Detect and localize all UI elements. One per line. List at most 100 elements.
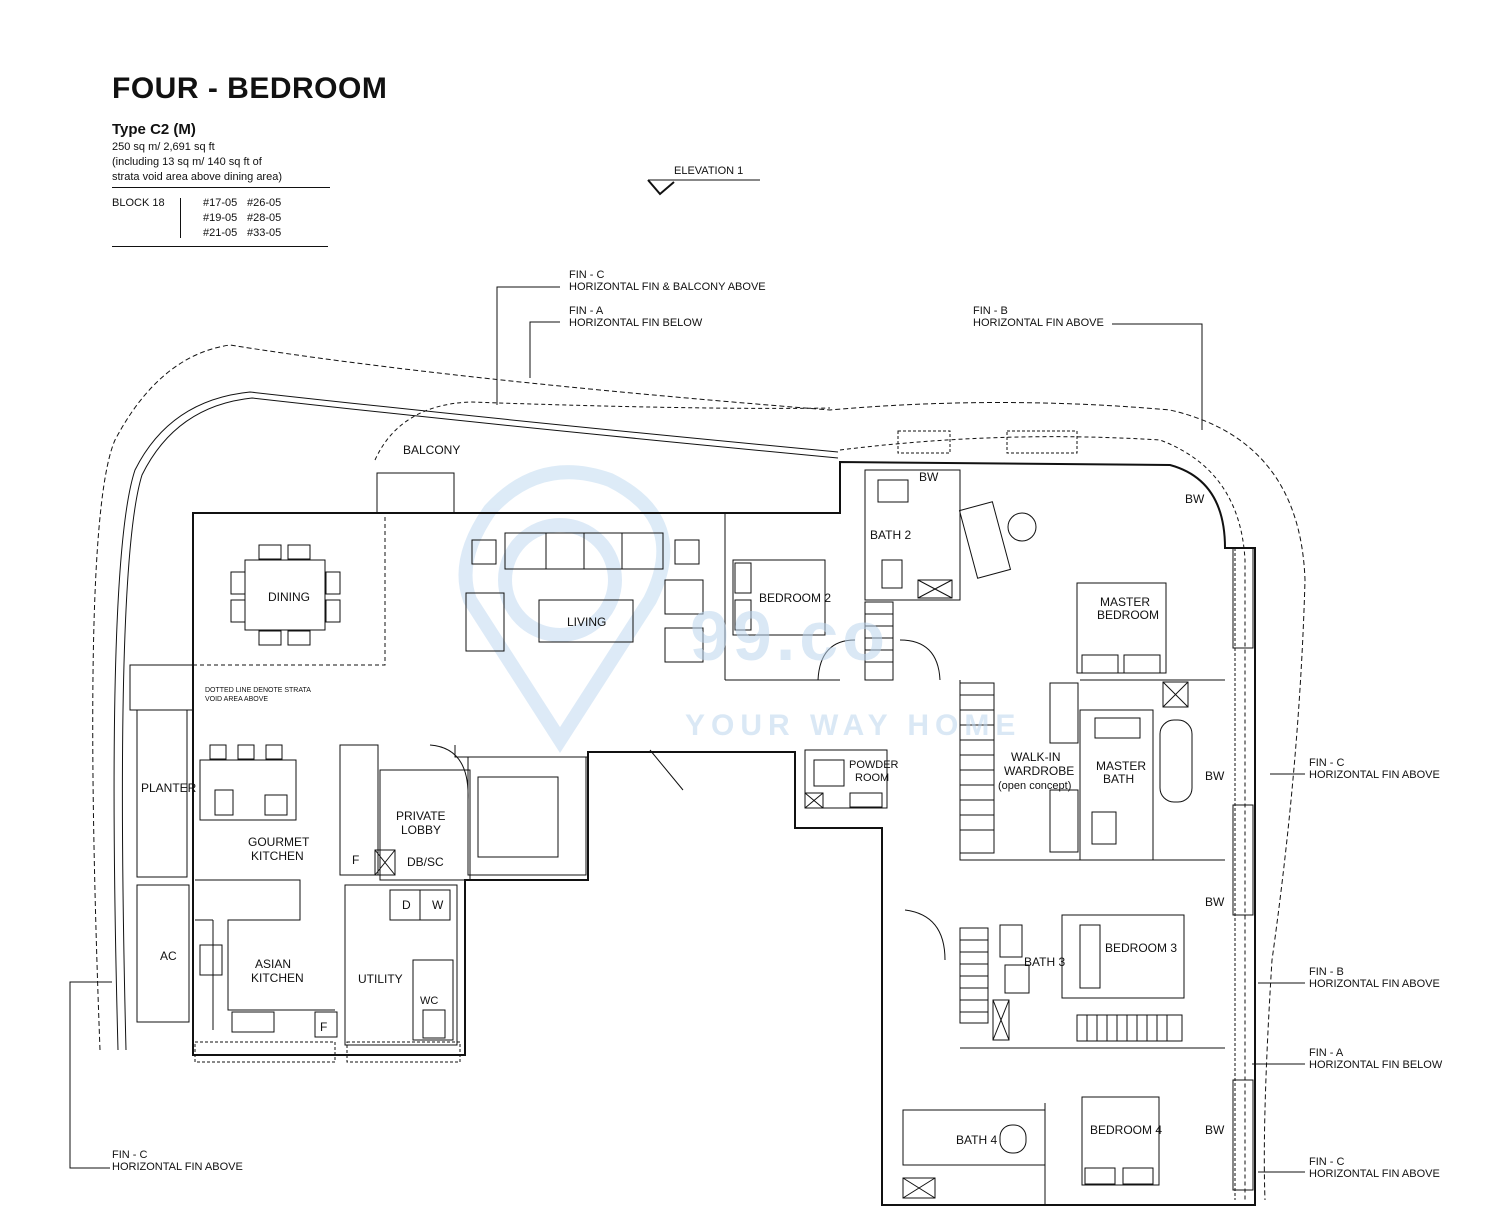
page-title: FOUR - BEDROOM xyxy=(112,72,388,105)
strata-note: VOID AREA ABOVE xyxy=(205,696,268,703)
unit-number: #21-05 xyxy=(203,227,238,239)
header-divider xyxy=(180,198,181,238)
header-divider xyxy=(112,187,330,188)
stair-shelf xyxy=(864,601,894,681)
powder-room xyxy=(804,749,888,809)
dining-table xyxy=(244,559,326,631)
bed3 xyxy=(1061,914,1185,999)
fin-label: FIN - C xyxy=(112,1149,147,1161)
unit-area-note: strata void area above dining area) xyxy=(112,171,282,183)
elevation-arrow xyxy=(647,179,675,196)
room-label-wc: WC xyxy=(420,995,438,1007)
room-label-ac: AC xyxy=(160,949,177,963)
room-label-master-bath: BATH xyxy=(1103,772,1134,786)
bed xyxy=(732,559,826,636)
leader-line xyxy=(529,321,560,378)
leader-line xyxy=(1112,323,1203,430)
fin-box xyxy=(1006,430,1078,454)
kitchen-island xyxy=(199,759,297,821)
fin-curve xyxy=(121,397,839,1051)
unit-number: #26-05 xyxy=(247,197,282,209)
window-fin xyxy=(346,1041,461,1063)
fin-label: FIN - B xyxy=(973,305,1008,317)
bay-window-label: BW xyxy=(1205,769,1225,783)
room-label-gourmet-kitchen: KITCHEN xyxy=(251,849,304,863)
room-label-asian-kitchen: KITCHEN xyxy=(251,971,304,985)
dbsc-label: DB/SC xyxy=(407,855,444,869)
planter xyxy=(136,709,188,878)
elevation-label: ELEVATION 1 xyxy=(674,165,743,177)
room-label-gourmet-kitchen: GOURMET xyxy=(248,835,310,849)
fin-label: HORIZONTAL FIN ABOVE xyxy=(1309,1168,1440,1180)
unit-number: #19-05 xyxy=(203,212,238,224)
coffee-table xyxy=(538,599,634,643)
bed4 xyxy=(1081,1096,1160,1186)
room-label-living: LIVING xyxy=(567,615,606,629)
unit-number: #28-05 xyxy=(247,212,282,224)
room-label-private-lobby: PRIVATE xyxy=(396,809,446,823)
room-label-dining: DINING xyxy=(268,590,310,604)
window-fin xyxy=(194,1041,336,1063)
fin-label: FIN - C xyxy=(1309,1156,1344,1168)
balcony-outer-edge xyxy=(92,344,1306,1201)
room-label-planter: PLANTER xyxy=(141,781,197,795)
room-label-master-bedroom: BEDROOM xyxy=(1097,608,1159,622)
unit-number: #17-05 xyxy=(203,197,238,209)
bay-window-label: BW xyxy=(1185,492,1205,506)
fin-label: HORIZONTAL FIN BELOW xyxy=(1309,1059,1443,1071)
room-label-powder-room: ROOM xyxy=(855,772,889,784)
unit-area: 250 sq m/ 2,691 sq ft xyxy=(112,141,215,153)
fin-curve xyxy=(839,436,1246,1200)
fin-box xyxy=(897,430,951,454)
leader-line xyxy=(69,981,112,1169)
fin-curve xyxy=(113,391,839,1051)
master-bed xyxy=(1076,582,1167,674)
room-label-bath-3: BATH 3 xyxy=(1024,955,1065,969)
room-label-bedroom-3: BEDROOM 3 xyxy=(1105,941,1177,955)
unit-area-note: (including 13 sq m/ 140 sq ft of xyxy=(112,156,262,168)
room-label-utility: UTILITY xyxy=(358,972,403,986)
room-label-bedroom-2: BEDROOM 2 xyxy=(759,591,831,605)
fin-label: FIN - C xyxy=(569,269,604,281)
fridge-label: F xyxy=(320,1020,327,1034)
room-label-bedroom-4: BEDROOM 4 xyxy=(1090,1123,1162,1137)
dryer-label: D xyxy=(402,898,411,912)
leader-line xyxy=(496,286,560,405)
strata-note: DOTTED LINE DENOTE STRATA xyxy=(205,687,311,694)
fin-label: HORIZONTAL FIN BELOW xyxy=(569,317,703,329)
fin-curve xyxy=(374,401,831,461)
fin-label: FIN - C xyxy=(1309,757,1344,769)
room-label-bath-2: BATH 2 xyxy=(870,528,911,542)
fin-label: FIN - B xyxy=(1309,966,1344,978)
fridge-label: F xyxy=(352,853,359,867)
fin-label: HORIZONTAL FIN ABOVE xyxy=(1309,769,1440,781)
room-label-asian-kitchen: ASIAN xyxy=(255,957,291,971)
fin-label: FIN - A xyxy=(569,305,604,317)
header-divider xyxy=(112,246,328,247)
room-label-walk-in-wardrobe: (open concept) xyxy=(998,780,1071,792)
balcony-planter xyxy=(376,472,455,514)
watermark-tagline: YOUR WAY HOME xyxy=(685,709,1021,742)
master-bath-room xyxy=(1079,709,1154,861)
room-label-bath-4: BATH 4 xyxy=(956,1133,997,1147)
shoe-cabinet xyxy=(339,744,379,876)
window-fin xyxy=(1232,547,1254,649)
fin-label: HORIZONTAL FIN ABOVE xyxy=(112,1161,243,1173)
unit-number: #33-05 xyxy=(247,227,282,239)
watermark-brand: 99.co xyxy=(690,597,889,675)
fin-label: HORIZONTAL FIN & BALCONY ABOVE xyxy=(569,281,766,293)
fin-label: HORIZONTAL FIN ABOVE xyxy=(1309,978,1440,990)
exterior-wall xyxy=(192,460,1256,1206)
room-label-private-lobby: LOBBY xyxy=(401,823,441,837)
room-label-balcony: BALCONY xyxy=(403,443,460,457)
wardrobe-rail xyxy=(959,682,995,854)
room-label-master-bath: MASTER xyxy=(1096,759,1146,773)
room-label-walk-in-wardrobe: WALK-IN xyxy=(1011,750,1061,764)
washer-label: W xyxy=(432,898,444,912)
fin-label: FIN - A xyxy=(1309,1047,1344,1059)
block-label: BLOCK 18 xyxy=(112,197,165,209)
utility-room xyxy=(344,884,458,1046)
bay-window-label: BW xyxy=(919,470,939,484)
window-fin xyxy=(1232,1079,1254,1191)
